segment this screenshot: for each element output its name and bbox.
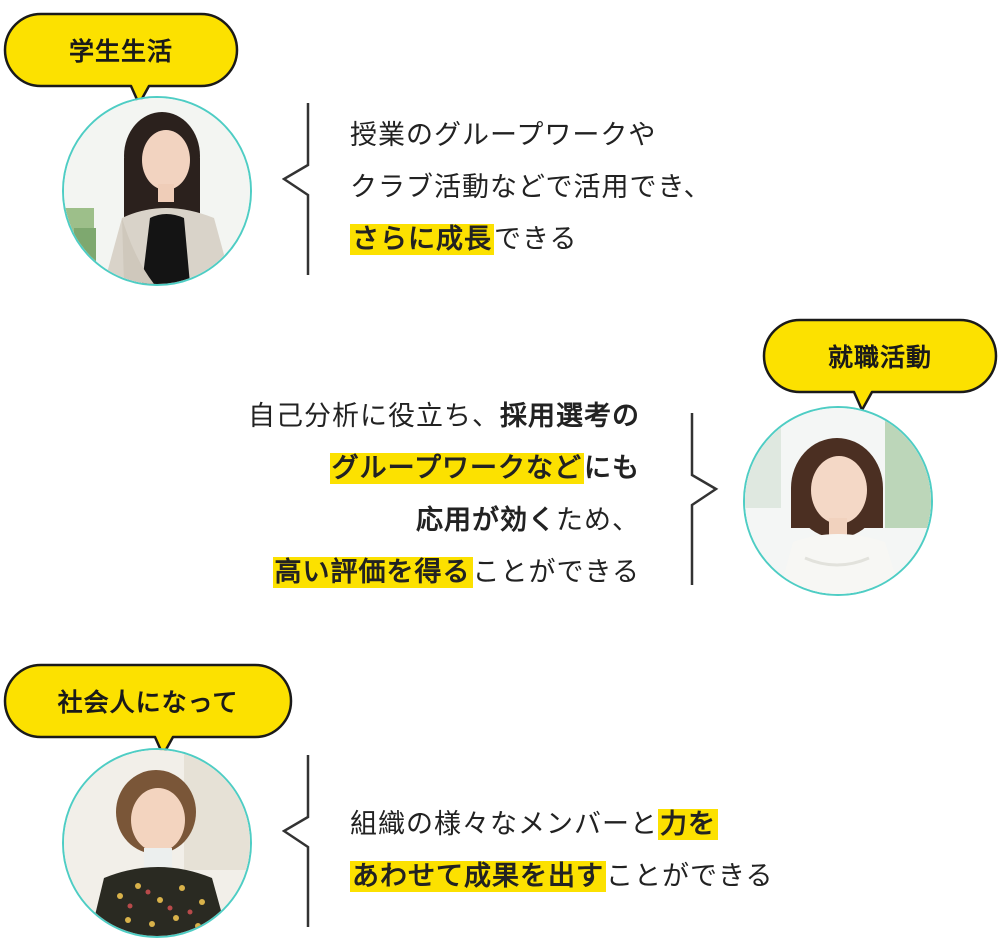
speech-bubble-student-life: 学生生活 (3, 12, 239, 106)
avatar (62, 748, 252, 938)
bold-phrase: 採用選考の (500, 401, 640, 432)
bracket-right (690, 413, 719, 585)
text-line: グループワークなどにも (130, 443, 640, 495)
text-segment: 授業のグループワークや (350, 120, 657, 151)
avatar (743, 406, 933, 596)
text-segment: 組織の様々なメンバーと (350, 809, 658, 840)
bubble-label: 社会人になって (57, 688, 239, 717)
speech-bubble-shape (3, 12, 239, 106)
text-line: クラブ活動などで活用でき、 (350, 162, 712, 214)
speech-bubble-shape (3, 663, 293, 757)
bracket-left (282, 103, 310, 275)
speech-bubble-job-hunting: 就職活動 (762, 318, 998, 412)
speech-bubble-shape (762, 318, 998, 412)
job-hunting-woman-photo (745, 408, 931, 594)
text-segment: 自己分析に役立ち、 (248, 401, 500, 432)
student-woman-photo (64, 98, 250, 284)
text-line: 授業のグループワークや (350, 110, 712, 162)
bubble-label: 学生生活 (68, 37, 173, 66)
working-woman-photo (64, 750, 250, 936)
highlighted-phrase: あわせて成果を出す (350, 861, 606, 892)
text-segment: ため、 (556, 505, 640, 536)
speech-bubble-working-adult: 社会人になって (3, 663, 293, 757)
bold-phrase: にも (584, 453, 640, 484)
text-line: さらに成長できる (350, 214, 712, 266)
text-line: 自己分析に役立ち、採用選考の (130, 391, 640, 443)
section-text: 組織の様々なメンバーと力を あわせて成果を出すことができる (350, 799, 773, 903)
section-text: 授業のグループワークや クラブ活動などで活用でき、 さらに成長できる (350, 110, 712, 266)
avatar (62, 96, 252, 286)
text-line: 高い評価を得ることができる (130, 547, 640, 599)
bracket-left (282, 755, 310, 927)
highlighted-phrase: 力を (658, 809, 718, 840)
highlighted-phrase: グループワークなど (329, 453, 584, 484)
bold-phrase: 応用が効く (416, 505, 556, 536)
text-segment: できる (494, 224, 578, 255)
bubble-label: 就職活動 (827, 343, 932, 372)
highlighted-phrase: 高い評価を得る (272, 557, 473, 588)
text-segment: ことができる (606, 861, 774, 892)
text-segment: ことができる (472, 557, 640, 588)
highlighted-phrase: さらに成長 (350, 224, 494, 255)
section-text: 自己分析に役立ち、採用選考の グループワークなどにも 応用が効くため、 高い評価… (130, 391, 640, 599)
text-line: 組織の様々なメンバーと力を (350, 799, 773, 851)
text-line: 応用が効くため、 (130, 495, 640, 547)
text-line: あわせて成果を出すことができる (350, 851, 773, 903)
text-segment: クラブ活動などで活用でき、 (350, 172, 712, 203)
